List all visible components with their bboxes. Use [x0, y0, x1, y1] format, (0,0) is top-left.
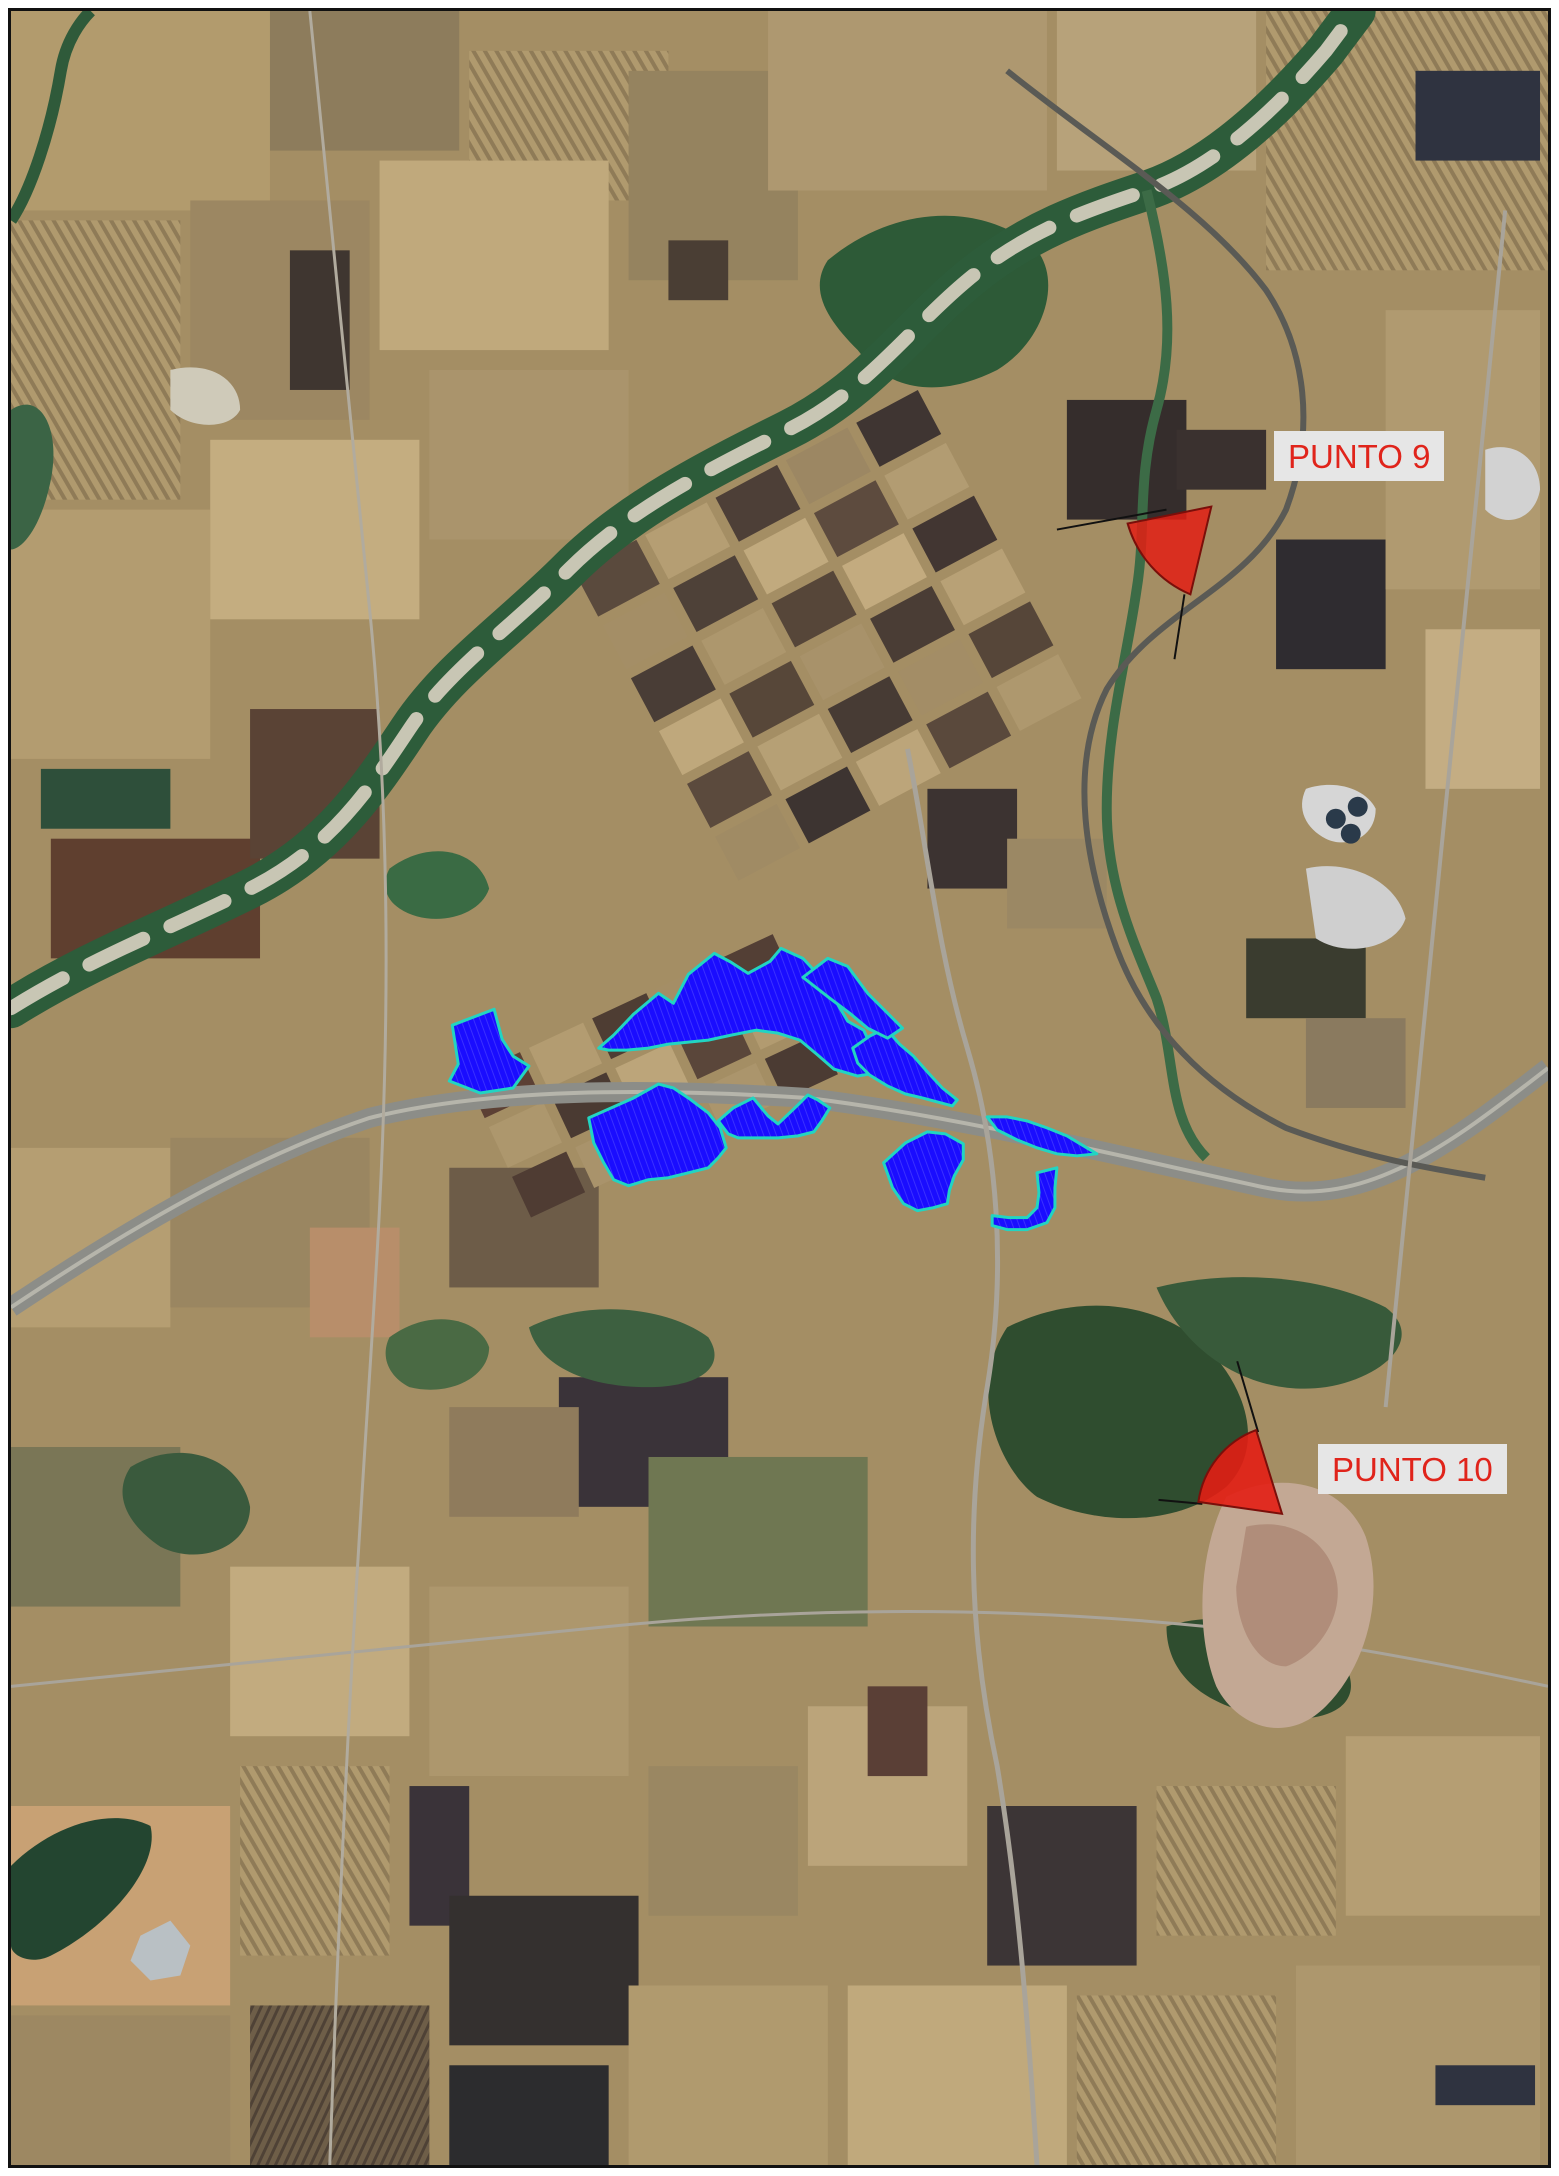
field-patches: [11, 11, 1548, 2165]
circular-facility: [130, 1920, 191, 1981]
solar-block-4: [801, 956, 905, 1040]
solar-block-1: [447, 1007, 531, 1095]
solar-block-9: [990, 1166, 1059, 1232]
river-corridor: [11, 11, 1376, 1162]
satellite-map[interactable]: [11, 11, 1548, 2165]
solar-array: [447, 946, 1099, 1232]
viewpoint-punto-10[interactable]: [1158, 1360, 1284, 1516]
viewpoint-punto-9[interactable]: [1056, 505, 1213, 660]
solar-block-5: [587, 1082, 728, 1188]
map-frame: PUNTO 9 PUNTO 10: [8, 8, 1551, 2168]
solar-block-8: [985, 1115, 1099, 1158]
railway: [1005, 68, 1486, 1181]
viewpoint-cone-icon: [1126, 505, 1213, 596]
label-punto-10[interactable]: PUNTO 10: [1318, 1444, 1507, 1494]
solar-block-7: [882, 1130, 965, 1213]
label-punto-9[interactable]: PUNTO 9: [1274, 431, 1445, 481]
town: [130, 367, 1541, 1981]
viewpoint-cone-icon: [1197, 1428, 1284, 1516]
checkerboard-fields: [574, 390, 1082, 881]
solar-block-6: [716, 1093, 832, 1140]
